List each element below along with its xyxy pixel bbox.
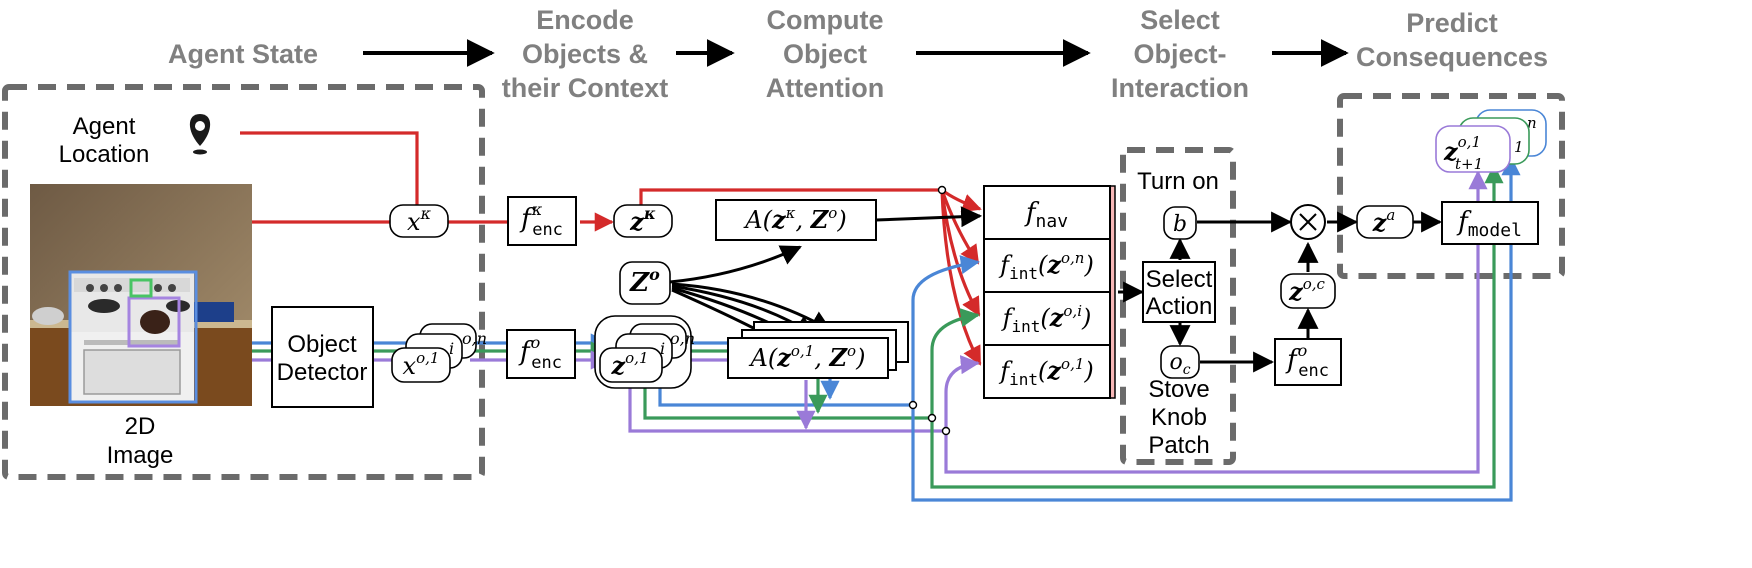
- detector-label-line2: Detector: [277, 359, 368, 386]
- junction-dot: [941, 426, 951, 436]
- predict-consequences-frame: [1337, 93, 1565, 279]
- stage-attention-line1: Compute: [767, 5, 884, 35]
- stage-encode-line1: Encode: [536, 5, 634, 35]
- patch-label-line2: Knob: [1151, 404, 1207, 431]
- svg-text:1: 1: [1514, 138, 1524, 156]
- svg-text:i: i: [449, 339, 454, 358]
- multiply-circle-icon: [1290, 204, 1326, 240]
- stage-attention-line3: Attention: [766, 73, 884, 103]
- detector-label-line1: Object: [287, 331, 357, 358]
- stage-agent-state: Agent State: [168, 39, 318, 69]
- select-interaction-frame: [1120, 147, 1236, 465]
- agent-location-label-line2: Location: [59, 141, 150, 168]
- stage-encode-line3: their Context: [502, 73, 669, 103]
- stage-select-line1: Select: [1140, 5, 1220, 35]
- image-label-line1: 2D: [125, 413, 156, 440]
- svg-text:i: i: [660, 339, 665, 358]
- o-c-node: oc: [1160, 345, 1200, 379]
- patch-label-line1: Stove: [1148, 376, 1209, 403]
- select-action-box: Select Action: [1142, 261, 1216, 323]
- x-o-stack: o,n i xo,1: [391, 323, 487, 383]
- object-detector-box: Object Detector: [271, 306, 374, 408]
- z-a-node: za: [1356, 205, 1414, 239]
- stage-header: Agent State Encode Objects & their Conte…: [168, 5, 1548, 103]
- stage-select-line2: Object-: [1133, 39, 1226, 69]
- svg-text:A(zo,1, Zo): A(zo,1, Zo): [749, 342, 866, 372]
- stage-predict-line1: Predict: [1406, 8, 1498, 38]
- f-model-box: fmodel: [1441, 201, 1539, 245]
- location-pin-icon: [189, 114, 211, 155]
- turn-on-label: Turn on: [1137, 168, 1219, 195]
- z-kappa-node: zκ: [613, 204, 673, 238]
- svg-text:o,n: o,n: [462, 329, 487, 348]
- x-kappa-node: xκ: [389, 204, 449, 238]
- image-label-line2: Image: [107, 442, 174, 469]
- svg-text:o,n: o,n: [670, 329, 695, 348]
- junction-dot: [908, 400, 918, 410]
- svg-text:n: n: [1527, 114, 1537, 132]
- select-action-label-line2: Action: [1146, 293, 1213, 320]
- stage-predict-line2: Consequences: [1356, 42, 1548, 72]
- svg-text:A(zκ, Zo): A(zκ, Zo): [743, 204, 846, 234]
- select-action-label-line1: Select: [1146, 266, 1213, 293]
- stage-select-line3: Interaction: [1111, 73, 1249, 103]
- f-functions-column: fnav fint(zo,n) fint(zo,i) fint(zo,1): [983, 185, 1116, 399]
- stage-attention-line2: Object: [783, 39, 867, 69]
- junction-dot: [937, 185, 947, 195]
- svg-text:b: b: [1173, 212, 1187, 237]
- z-o-stack: o,n i zo,1: [594, 315, 695, 389]
- agent-state-frame: [2, 84, 485, 480]
- z-o-c-node: zo,c: [1280, 273, 1336, 309]
- object-attention-stack: A(zo,1, Zo): [727, 321, 909, 379]
- Z-o-node: Zo: [619, 261, 671, 305]
- patch-label-line3: Patch: [1148, 432, 1209, 459]
- agent-location-label-line1: Agent: [73, 113, 136, 140]
- b-node: b: [1163, 206, 1197, 240]
- junction-dot: [927, 413, 937, 423]
- agent-attention-box: A(zκ, Zo): [715, 199, 877, 241]
- kitchen-scene-image: [30, 184, 252, 406]
- stage-encode-line2: Objects &: [522, 39, 648, 69]
